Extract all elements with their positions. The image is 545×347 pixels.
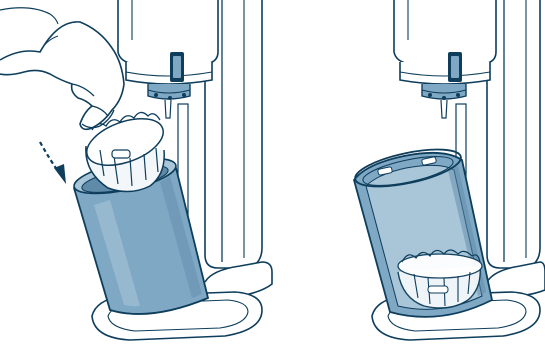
panel-left <box>0 0 272 340</box>
panel-right <box>352 0 545 340</box>
hand-icon <box>0 8 124 130</box>
down-arrow-icon <box>40 142 66 184</box>
